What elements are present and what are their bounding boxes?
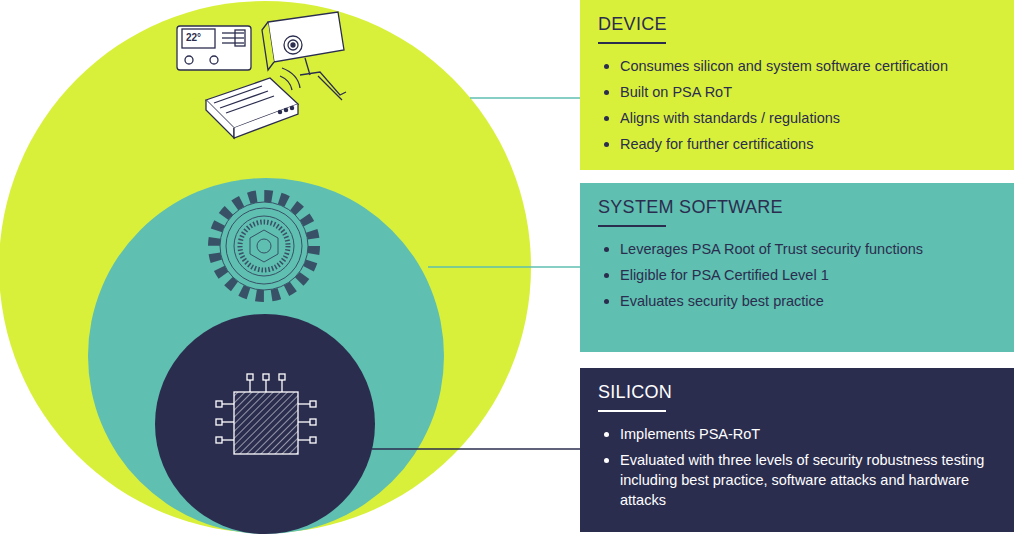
- panel-heading: SYSTEM SOFTWARE: [598, 195, 1000, 219]
- bullet-dot: [604, 458, 609, 463]
- software-panel: SYSTEM SOFTWARE Leverages PSA Root of Tru…: [580, 183, 1014, 352]
- bullet-text: Evaluated with three levels of security …: [598, 450, 1000, 510]
- bullet-dot: [604, 273, 609, 278]
- gear-icon: [214, 196, 314, 296]
- router-icon: [206, 68, 300, 138]
- bullet-dot: [604, 90, 609, 95]
- bullet-dot: [604, 116, 609, 121]
- software-circle: [88, 178, 444, 534]
- heading-rule: [598, 225, 666, 227]
- leader-line: [470, 97, 580, 99]
- bullet-text: Leverages PSA Root of Trust security fun…: [598, 239, 1000, 259]
- leader-line: [372, 448, 580, 450]
- bullet-dot: [604, 432, 609, 437]
- leader-line: [428, 266, 580, 268]
- bullet-dot: [604, 64, 609, 69]
- chip-icon: [216, 374, 316, 454]
- silicon-panel: SILICON Implements PSA-RoT Evaluated with …: [580, 368, 1014, 532]
- bullet-text: Implements PSA-RoT: [598, 424, 1000, 444]
- device-panel: DEVICE Consumes silicon and system softwa…: [580, 0, 1014, 170]
- bullet-text: Built on PSA RoT: [598, 82, 1000, 102]
- bullet-dot: [604, 142, 609, 147]
- heading-rule: [598, 42, 666, 44]
- panel-heading: DEVICE: [598, 12, 1000, 36]
- bullet-text: Consumes silicon and system software cer…: [598, 56, 1000, 76]
- temperature-reading: 22°: [186, 32, 201, 44]
- bullet-dot: [604, 247, 609, 252]
- bullet-dot: [604, 299, 609, 304]
- thermostat-icon: [177, 26, 251, 70]
- bullet-text: Ready for further certifications: [598, 134, 1000, 154]
- silicon-circle: [155, 314, 375, 534]
- bullet-text: Eligible for PSA Certified Level 1: [598, 265, 1000, 285]
- heading-rule: [598, 410, 666, 412]
- bullet-text: Evaluates security best practice: [598, 291, 1000, 311]
- bullet-text: Aligns with standards / regulations: [598, 108, 1000, 128]
- panel-heading: SILICON: [598, 380, 1000, 404]
